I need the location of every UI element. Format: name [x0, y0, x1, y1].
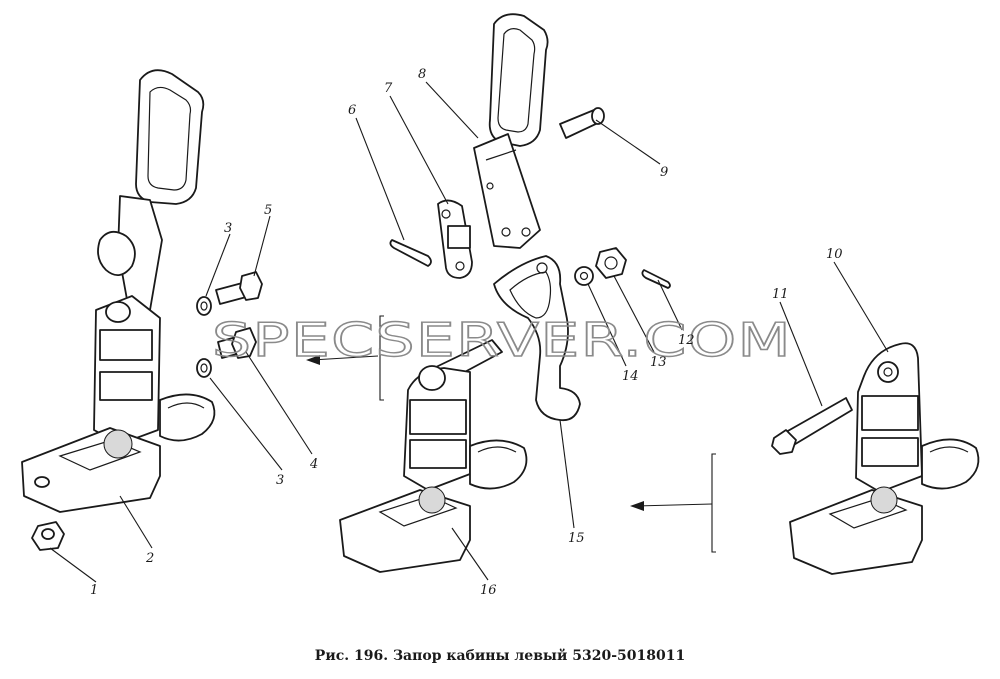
callout-10: 10 — [826, 247, 843, 262]
callout-3b: 3 — [276, 473, 284, 488]
bolt-part-5 — [215, 271, 263, 305]
washer-part-3-upper — [196, 296, 212, 316]
cotter-pin-part-6 — [389, 239, 432, 267]
bolt-part-4 — [217, 327, 257, 359]
nut-part-13 — [595, 247, 627, 279]
callout-9: 9 — [660, 165, 668, 180]
callout-8: 8 — [418, 67, 426, 82]
callout-3a: 3 — [224, 221, 232, 236]
callout-1: 1 — [90, 583, 98, 598]
watermark: SPECSERVER.COM — [212, 313, 792, 367]
nut-part-1 — [31, 521, 65, 551]
cotter-pin-part-12 — [641, 269, 671, 289]
bracket-part-7 — [437, 199, 473, 279]
handle-part-8 — [473, 13, 549, 249]
callout-7: 7 — [384, 81, 393, 96]
callout-6: 6 — [348, 103, 356, 118]
bolt-part-11 — [771, 397, 853, 455]
center-assembly-part-16 — [339, 339, 528, 573]
washer-part-14 — [574, 266, 594, 286]
figure-caption: Рис. 196. Запор кабины левый 5320-501801… — [315, 647, 685, 664]
assembly-arrow-right — [630, 453, 716, 553]
washer-part-3-lower — [196, 358, 212, 378]
lever-part-15 — [493, 255, 581, 422]
callout-15: 15 — [568, 531, 585, 546]
callout-12: 12 — [678, 333, 695, 348]
callout-4: 4 — [309, 457, 318, 472]
pin-part-9 — [559, 107, 605, 139]
left-assembly — [21, 69, 216, 513]
callout-16: 16 — [480, 583, 497, 598]
callout-11: 11 — [772, 287, 789, 302]
callout-14: 14 — [622, 369, 639, 384]
callout-5: 5 — [264, 203, 272, 218]
callout-2: 2 — [145, 551, 154, 566]
assembly-arrow-left — [306, 315, 384, 401]
right-assembly-part-10 — [789, 342, 980, 575]
callout-13: 13 — [650, 355, 667, 370]
leader-lines — [49, 81, 889, 583]
callout-labels: 1 2 3 4 3 5 6 7 8 9 10 11 12 13 14 15 16 — [90, 67, 843, 598]
